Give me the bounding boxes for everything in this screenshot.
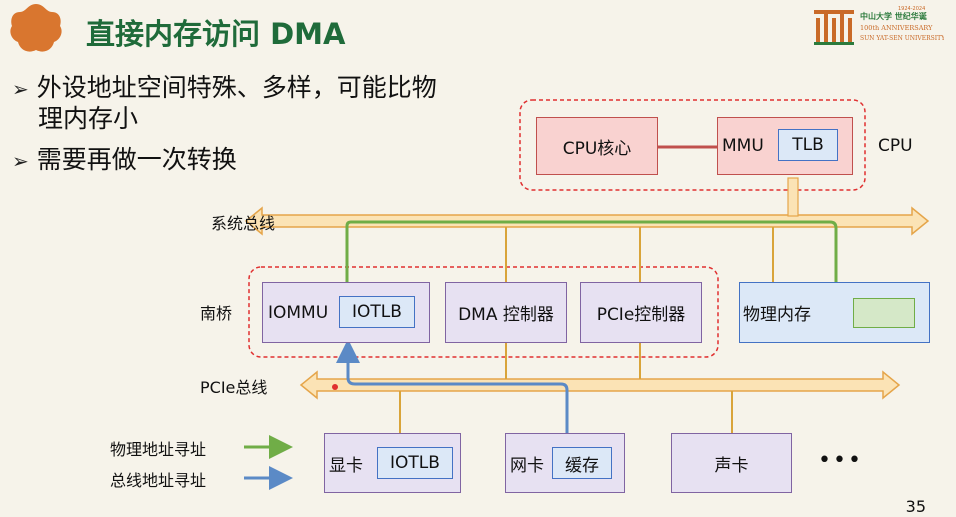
pcie-bus-label: PCIe总线	[200, 378, 268, 397]
iommu-iotlb-box: IOTLB	[339, 296, 415, 328]
nic-cache-box: 缓存	[552, 447, 612, 479]
southbridge-region	[248, 266, 719, 358]
svg-text:100th ANNIVERSARY: 100th ANNIVERSARY	[860, 24, 933, 32]
mmu-bus-link	[787, 177, 799, 217]
svg-text:中山大学 世纪华诞: 中山大学 世纪华诞	[860, 11, 928, 21]
more-devices-ellipsis: •••	[818, 448, 863, 473]
cpu-core-box: CPU核心	[536, 117, 658, 175]
cpu-label: CPU	[878, 136, 913, 156]
sound-card-box: 声卡	[671, 433, 792, 493]
svg-text:SUN YAT-SEN UNIVERSITY: SUN YAT-SEN UNIVERSITY	[860, 35, 944, 42]
system-bus-label: 系统总线	[211, 214, 276, 233]
southbridge-label: 南桥	[200, 304, 233, 323]
physical-address-path	[345, 220, 857, 310]
tlb-box: TLB	[778, 129, 838, 161]
university-logo-icon: 中山大学 世纪华诞 1924-2024 100th ANNIVERSARY SU…	[814, 6, 944, 45]
gpu-iotlb-box: IOTLB	[377, 447, 453, 479]
bullet-1-continuation: 理内存小	[38, 104, 139, 133]
memory-region-block	[853, 298, 915, 328]
arrow-bullet-icon: ➢	[12, 77, 29, 101]
svg-text:1924-2024: 1924-2024	[898, 6, 925, 12]
bus-address-path	[336, 339, 569, 450]
flower-logo-icon	[10, 4, 62, 52]
pcie-bus	[299, 370, 901, 400]
dma-controller-box: DMA 控制器	[445, 282, 567, 343]
cpu-region	[519, 99, 866, 191]
page-title: 直接内存访问 DMA	[86, 17, 346, 51]
arrow-bullet-icon: ➢	[12, 149, 29, 173]
page-number: 35	[905, 497, 926, 516]
pcie-controller-box: PCIe控制器	[580, 282, 702, 343]
legend-physical-address: 物理地址寻址	[110, 440, 207, 459]
mmu-box: MMU	[717, 117, 853, 175]
legend-bus-address: 总线地址寻址	[110, 471, 207, 490]
bullet-1: ➢外设地址空间特殊、多样，可能比物	[12, 73, 437, 102]
bullet-2: ➢需要再做一次转换	[12, 145, 237, 174]
